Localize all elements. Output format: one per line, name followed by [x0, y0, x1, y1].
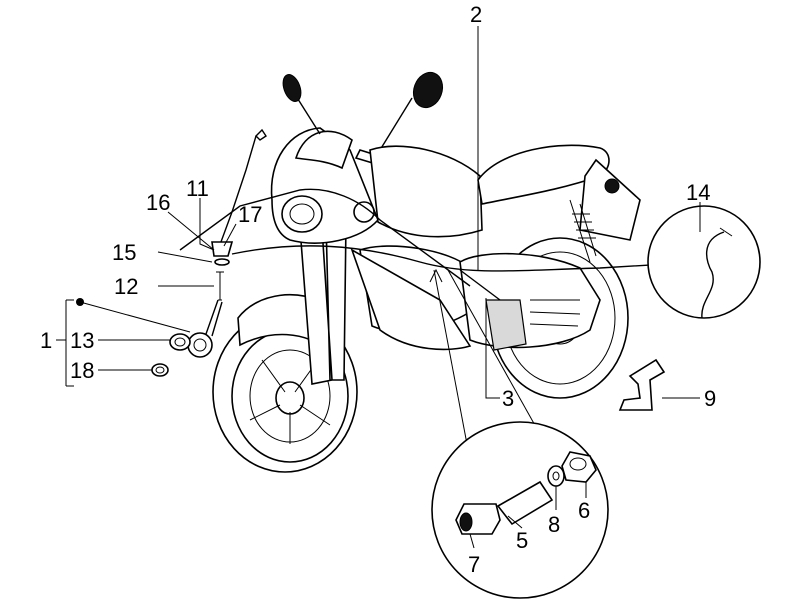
callout-1: 1	[40, 328, 52, 353]
mirrors	[282, 71, 444, 151]
callout-2: 2	[470, 2, 482, 27]
detail-leader-left	[433, 269, 471, 461]
fuel-tank	[369, 145, 483, 238]
headlight	[281, 195, 323, 233]
cable-routing	[179, 128, 701, 301]
callout-8: 8	[548, 512, 560, 537]
speedometer-cable	[231, 245, 701, 272]
motorcycle-illustration	[212, 71, 641, 473]
rear-shock	[569, 199, 597, 263]
part-9-bracket	[618, 358, 666, 411]
callout-6: 6	[578, 498, 590, 523]
callout-17: 13	[70, 328, 94, 353]
detail-circle-lower	[429, 268, 609, 599]
callout-18: 18	[70, 358, 94, 383]
lower-fairing	[350, 248, 472, 351]
part-18-bushing	[151, 363, 169, 377]
callout-13: 15	[112, 240, 136, 265]
part-11-cable-end	[211, 241, 234, 257]
callout-12: 12	[114, 274, 138, 299]
callout-9: 9	[704, 386, 716, 411]
callout-3: 3	[502, 386, 514, 411]
windscreen	[294, 130, 353, 170]
part-13-washer	[214, 258, 230, 266]
callout-labels: 2 3 14 9 6 8 5 7 11 16 17 15 12 1 13 18	[40, 2, 716, 577]
callout-16: 14	[686, 180, 710, 205]
callout-7: 7	[468, 552, 480, 577]
callout-dot	[76, 298, 84, 306]
part-8-washer	[547, 465, 565, 487]
callout-5: 5	[516, 528, 528, 553]
part-6-cap	[561, 451, 597, 483]
engine-block	[459, 252, 601, 349]
detail-circle-16	[647, 205, 761, 319]
part-17-ring	[169, 333, 191, 351]
speedometer-drive-parts	[151, 241, 234, 377]
part-1-drive-gear	[187, 332, 213, 358]
part-5-shaft	[496, 480, 554, 526]
brake-caliper	[485, 299, 527, 351]
callout-15: 17	[238, 202, 262, 227]
throttle-cable	[179, 188, 471, 287]
callout-11: 11	[186, 176, 209, 201]
tail-section	[579, 158, 641, 241]
seat	[477, 144, 610, 205]
callout-14: 16	[146, 190, 170, 215]
part-12-screw	[216, 271, 224, 301]
leader-lines	[56, 26, 701, 549]
